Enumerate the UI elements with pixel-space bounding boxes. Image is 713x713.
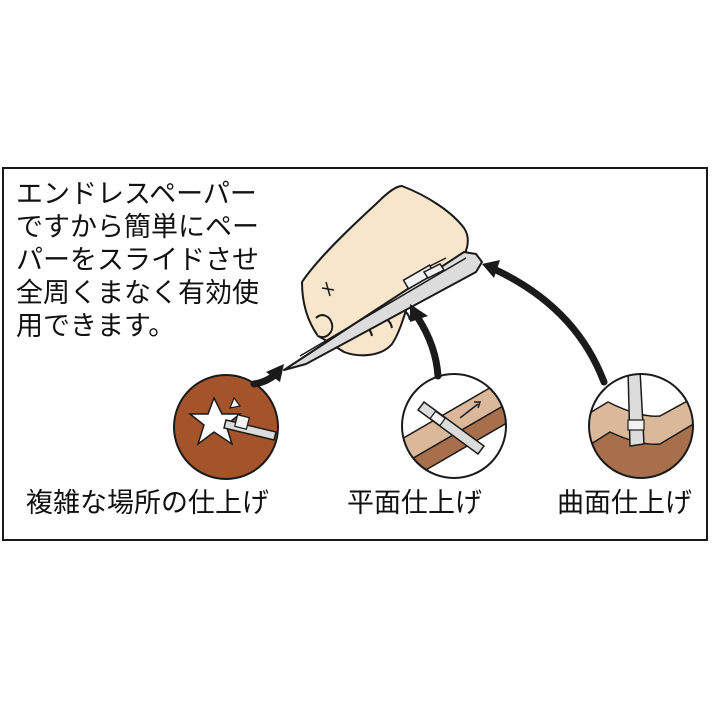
description-line: ですから簡単にペー bbox=[16, 212, 259, 243]
sanding-file-tool bbox=[283, 251, 483, 371]
description-text: エンドレスペーパー ですから簡単にペー パーをスライドさせ 全周くまなく有効使 … bbox=[16, 178, 296, 343]
arrowhead-complex bbox=[266, 364, 284, 382]
caption-curved-surface: 曲面仕上げ bbox=[557, 488, 692, 519]
arrowhead-curved bbox=[482, 260, 500, 278]
description-line: エンドレスペーパー bbox=[16, 179, 257, 210]
description-line: 用できます。 bbox=[16, 311, 176, 342]
caption-flat-surface: 平面仕上げ bbox=[347, 488, 482, 519]
description-line: 全周くまなく有効使 bbox=[16, 278, 259, 309]
detail-flat-surface bbox=[401, 373, 507, 479]
pointer-arrow-curved bbox=[492, 266, 608, 386]
detail-curved-surface bbox=[588, 373, 694, 479]
description-line: パーをスライドさせ bbox=[16, 245, 259, 276]
arrowhead-flat bbox=[410, 304, 428, 322]
detail-complex-shapes bbox=[173, 374, 279, 480]
caption-complex-area: 複雑な場所の仕上げ bbox=[26, 488, 269, 519]
pointer-arrow-flat bbox=[414, 314, 442, 380]
